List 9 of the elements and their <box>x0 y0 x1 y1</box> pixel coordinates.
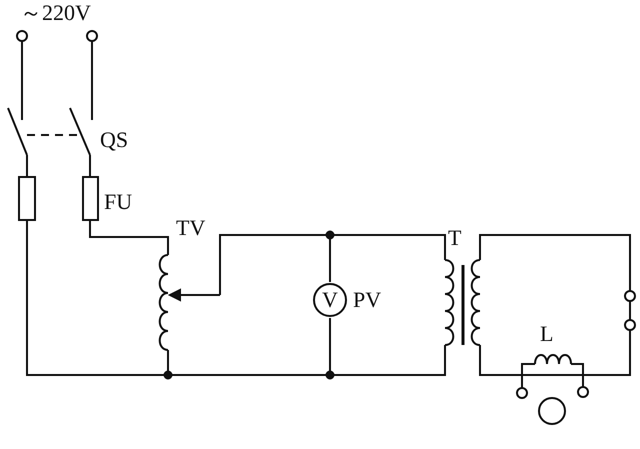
component-label: QS <box>100 128 128 152</box>
component-label: T <box>448 226 462 250</box>
component-label: ～220V <box>20 1 91 25</box>
voltmeter-symbol <box>313 283 347 317</box>
component-label: PV <box>353 288 382 312</box>
component-label: FU <box>104 190 132 214</box>
component-label: L <box>540 322 554 346</box>
component-label: TV <box>176 216 206 240</box>
meter-letter: V <box>322 288 338 312</box>
